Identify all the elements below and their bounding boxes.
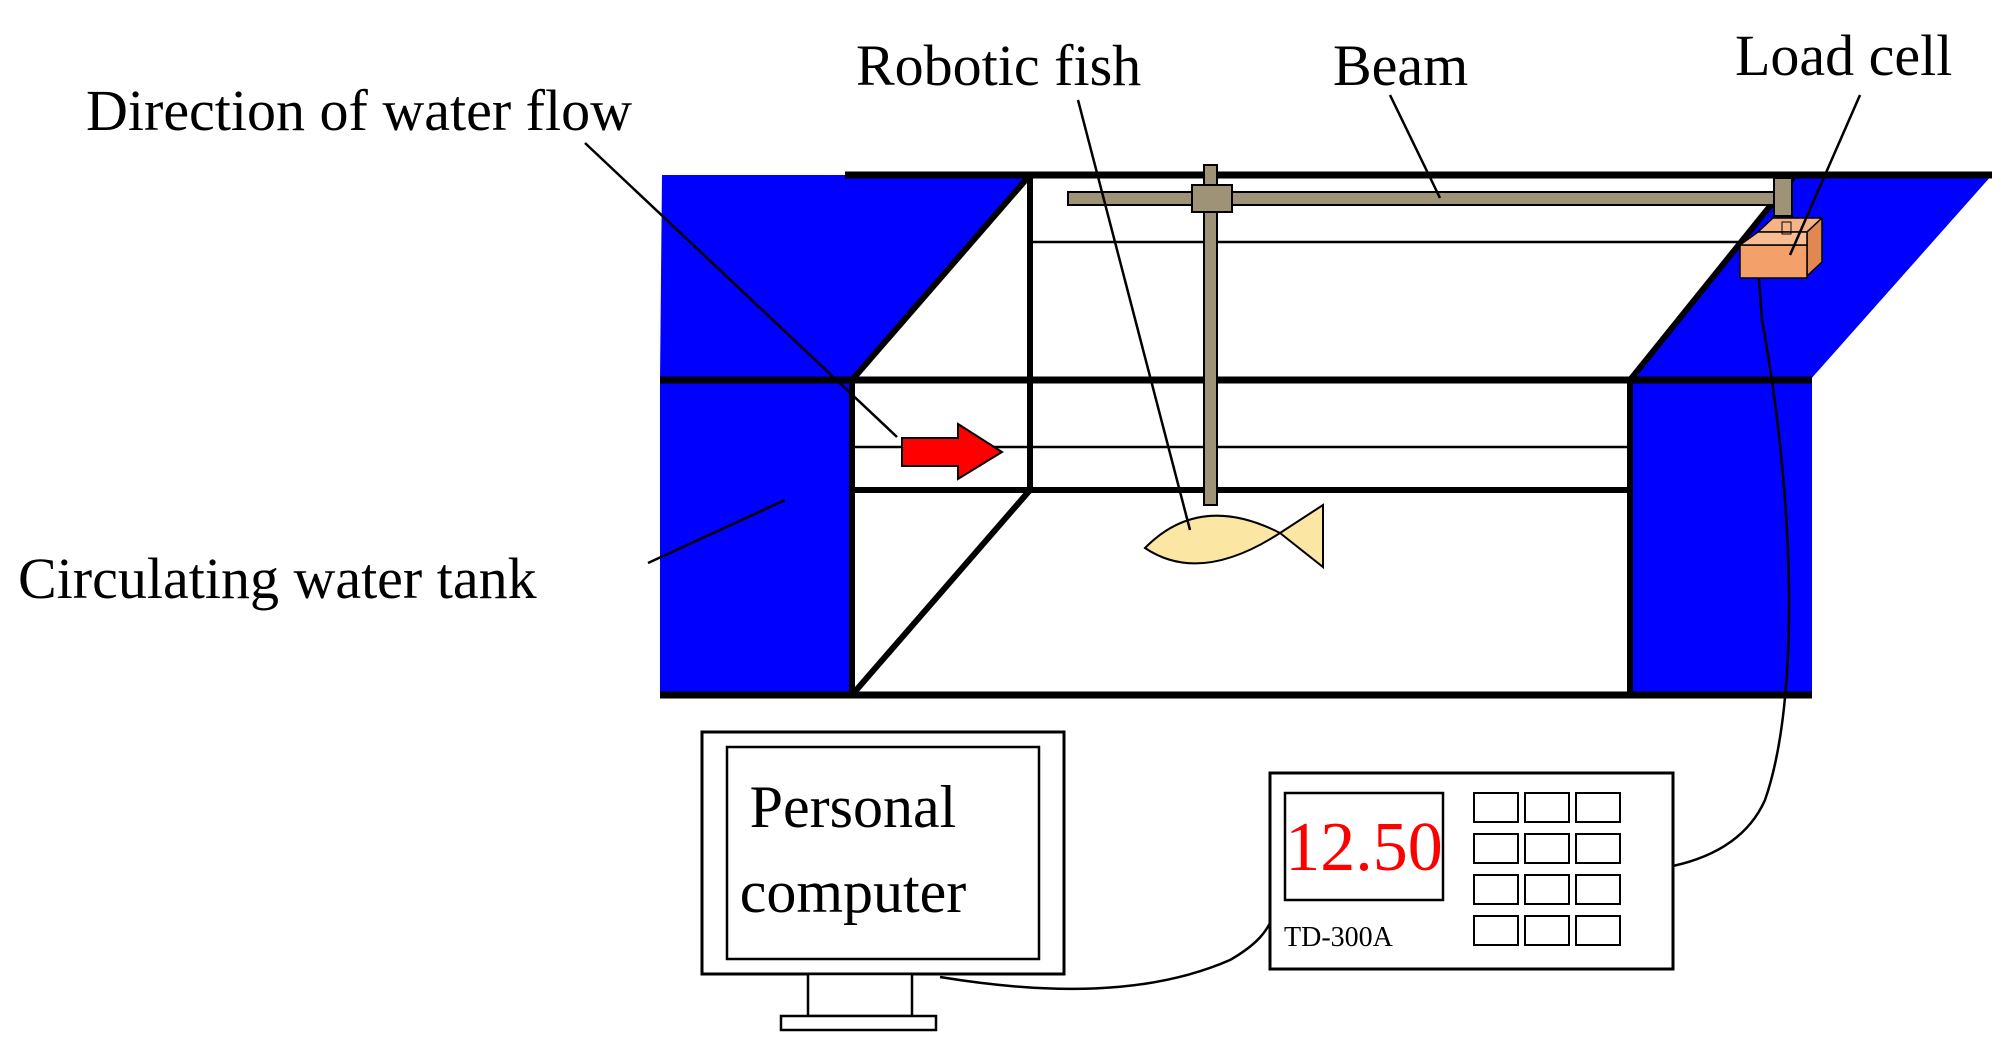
keypad-button <box>1575 874 1621 905</box>
keypad-button <box>1473 792 1519 823</box>
keypad-button <box>1524 792 1570 823</box>
rod-clamp <box>1191 184 1233 213</box>
digital-indicator: 12.50 TD-300A <box>1268 771 1675 971</box>
fish-tail <box>1278 503 1324 570</box>
computer-label-line2: computer <box>740 859 967 925</box>
label-circulating-water-tank: Circulating water tank <box>18 546 537 611</box>
computer-label-line1: Personal <box>750 774 957 840</box>
tank-right-front-wall <box>1630 380 1812 695</box>
monitor-screen <box>725 745 1041 961</box>
computer-cable <box>939 915 1275 991</box>
robotic-fish <box>1143 503 1324 570</box>
keypad-button <box>1473 833 1519 864</box>
monitor-neck <box>806 972 914 1018</box>
label-robotic-fish: Robotic fish <box>856 33 1141 98</box>
load-cell-cable <box>1672 319 1791 868</box>
monitor-base <box>779 1014 938 1032</box>
indicator-readout: 12.50 <box>1285 809 1443 886</box>
load-cell-front <box>1739 244 1808 279</box>
beam-end-bracket <box>1773 177 1793 217</box>
label-beam: Beam <box>1333 33 1468 98</box>
keypad-button <box>1575 915 1621 946</box>
support-rod <box>1203 164 1218 506</box>
load-cell <box>1737 216 1824 279</box>
keypad-button <box>1473 915 1519 946</box>
keypad-button <box>1575 792 1621 823</box>
leader-lines <box>584 94 1862 565</box>
beam-assembly <box>1067 164 1793 506</box>
fish-body <box>1143 514 1282 565</box>
tank-left-top-face <box>660 175 1030 380</box>
tank-right-top-face <box>1630 175 1992 380</box>
label-load-cell: Load cell <box>1735 23 1952 88</box>
water-flow-arrow <box>901 422 1004 481</box>
label-water-flow-direction: Direction of water flow <box>86 78 632 143</box>
beam <box>1067 191 1787 206</box>
tank-left-front-wall <box>660 380 852 695</box>
cables <box>939 278 1791 991</box>
water-tank <box>660 171 1992 699</box>
personal-computer: Personal computer <box>700 730 1066 1032</box>
tank-frame <box>660 171 1992 699</box>
indicator-display <box>1283 791 1445 902</box>
keypad-button <box>1524 833 1570 864</box>
indicator-model-label: TD-300A <box>1284 922 1394 953</box>
keypad-button <box>1575 833 1621 864</box>
keypad-button <box>1473 874 1519 905</box>
keypad-button <box>1524 915 1570 946</box>
indicator-keypad <box>1473 792 1621 946</box>
keypad-button <box>1524 874 1570 905</box>
